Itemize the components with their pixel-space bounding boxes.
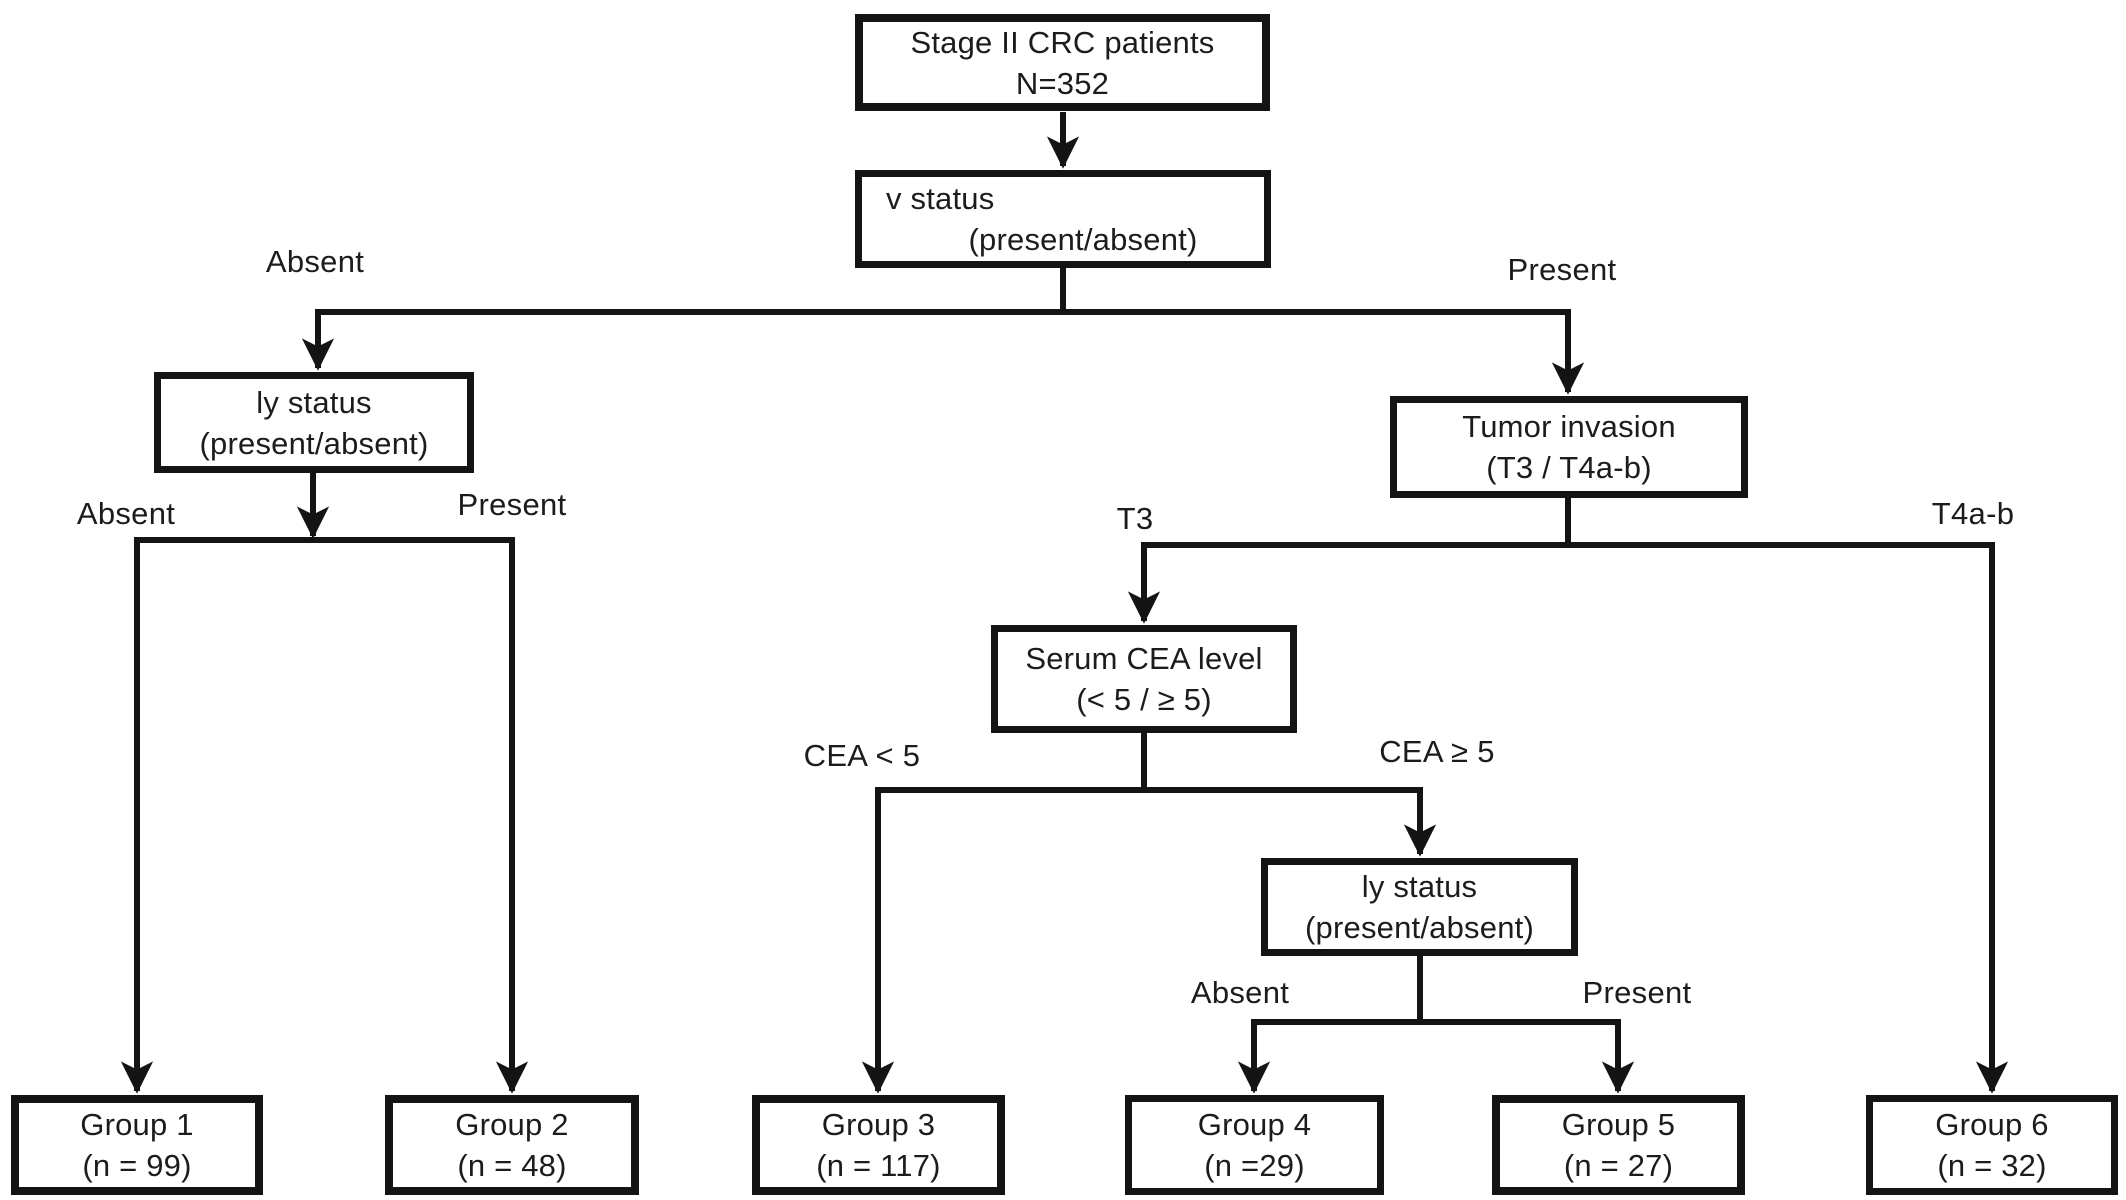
label-ly1-present: Present — [457, 487, 567, 522]
node-serum-cea-line1: Serum CEA level — [1025, 641, 1263, 676]
node-group-3-line1: Group 3 — [821, 1107, 936, 1142]
node-serum-cea-level: Serum CEA level (< 5 / ≥ 5) — [991, 625, 1297, 733]
label-ly2-present: Present — [1582, 975, 1692, 1010]
node-v-status-line1: v status — [886, 181, 995, 216]
label-ly1-absent: Absent — [76, 496, 176, 531]
node-group-1: Group 1 (n = 99) — [11, 1095, 263, 1195]
node-group-6: Group 6 (n = 32) — [1866, 1095, 2118, 1195]
node-serum-cea-line2: (< 5 / ≥ 5) — [1076, 682, 1212, 717]
node-group-5: Group 5 (n = 27) — [1492, 1095, 1745, 1195]
node-group-2: Group 2 (n = 48) — [385, 1095, 639, 1195]
node-v-status-line2: (present/absent) — [968, 222, 1198, 257]
node-stage-ii-crc-patients: Stage II CRC patients N=352 — [855, 14, 1270, 111]
node-tumor-invasion: Tumor invasion (T3 / T4a-b) — [1390, 396, 1748, 498]
node-ly-status-1-line2: (present/absent) — [199, 425, 429, 461]
node-group-4: Group 4 (n =29) — [1125, 1095, 1384, 1195]
label-ly2-absent: Absent — [1190, 975, 1290, 1010]
label-t4a-b: T4a-b — [1931, 496, 2015, 531]
node-ly-status-2-line1: ly status — [1361, 869, 1478, 904]
node-group-3-line2: (n = 117) — [816, 1148, 941, 1183]
node-tumor-invasion-line1: Tumor invasion — [1462, 409, 1676, 444]
node-root-line2: N=352 — [1015, 65, 1110, 101]
node-ly-status-2-line2: (present/absent) — [1305, 910, 1534, 945]
node-ly-status-1: ly status (present/absent) — [154, 372, 474, 473]
node-group-4-line2: (n =29) — [1204, 1148, 1305, 1183]
node-v-status: v status (present/absent) — [855, 170, 1271, 268]
node-group-5-line1: Group 5 — [1561, 1107, 1676, 1142]
label-v-absent: Absent — [265, 244, 365, 279]
node-group-6-line1: Group 6 — [1935, 1107, 2049, 1142]
node-root-line1: Stage II CRC patients — [910, 24, 1215, 60]
node-group-4-line1: Group 4 — [1197, 1107, 1312, 1142]
label-cea-lt-5: CEA < 5 — [803, 738, 921, 773]
label-v-present: Present — [1507, 252, 1617, 287]
node-tumor-invasion-line2: (T3 / T4a-b) — [1486, 450, 1652, 485]
node-group-1-line1: Group 1 — [80, 1107, 194, 1142]
node-group-3: Group 3 (n = 117) — [752, 1095, 1005, 1195]
label-cea-ge-5: CEA ≥ 5 — [1379, 734, 1495, 769]
node-ly-status-1-line1: ly status — [256, 384, 372, 420]
node-ly-status-2: ly status (present/absent) — [1261, 858, 1578, 956]
node-group-2-line2: (n = 48) — [457, 1148, 567, 1183]
node-group-5-line2: (n = 27) — [1563, 1148, 1674, 1183]
node-group-1-line2: (n = 99) — [82, 1148, 192, 1183]
label-t3: T3 — [1116, 501, 1154, 536]
node-group-2-line1: Group 2 — [455, 1107, 569, 1142]
node-group-6-line2: (n = 32) — [1937, 1148, 2047, 1183]
